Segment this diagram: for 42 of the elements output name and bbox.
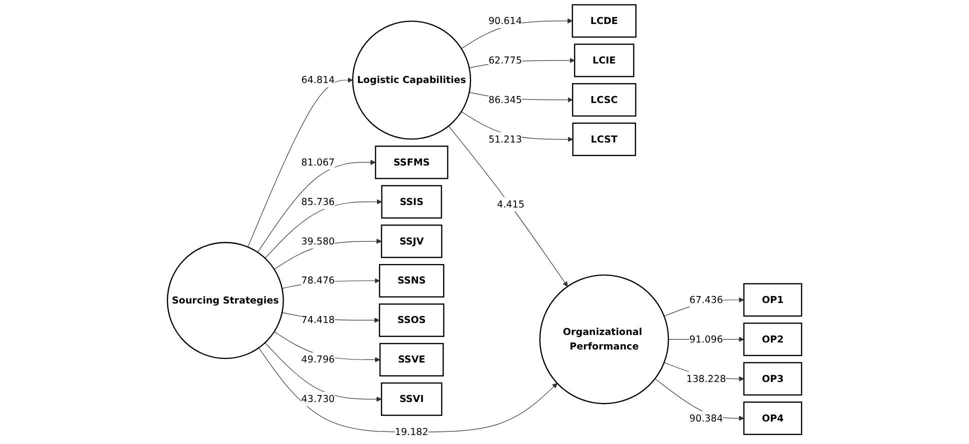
edge-label: 39.580: [301, 235, 335, 247]
node-box: OP2: [743, 322, 802, 356]
edge-label: 67.436: [689, 294, 723, 306]
edge-label: 64.814: [301, 74, 335, 86]
arrow: [248, 78, 353, 248]
node-box: SSOS: [378, 303, 444, 337]
node-box: SSVI: [380, 382, 442, 416]
node-box: SSFMS: [374, 146, 448, 180]
edge-label: 90.614: [488, 14, 522, 26]
edge-label: 91.096: [689, 333, 723, 345]
arrow: [264, 199, 382, 259]
edge-label: 78.476: [301, 274, 335, 286]
edge-label: 19.182: [394, 426, 428, 438]
node-box: SSVE: [379, 342, 444, 376]
arrow: [448, 126, 568, 287]
edge-label: 74.418: [301, 314, 335, 326]
arrow: [264, 342, 382, 402]
node-box: LCDE: [572, 4, 636, 38]
edge-label: 81.067: [301, 156, 335, 168]
edge-label: 62.775: [488, 54, 522, 66]
node-circle: Logistic Capabilities: [352, 20, 472, 140]
node-box: OP4: [743, 402, 802, 436]
edge-label: 51.213: [488, 133, 522, 145]
arrow: [258, 348, 558, 432]
node-box: LCST: [572, 122, 636, 156]
node-box: OP3: [743, 362, 802, 396]
edge-label: 85.736: [301, 196, 335, 208]
node-box: LCSC: [572, 83, 636, 117]
node-box: SSIS: [381, 185, 442, 219]
node-box: SSJV: [380, 224, 442, 258]
node-box: OP1: [743, 283, 802, 317]
arrow: [257, 160, 376, 253]
edge-label: 43.730: [301, 393, 335, 405]
edge-label: 138.228: [686, 372, 726, 384]
edge-label: 90.384: [689, 412, 723, 424]
node-circle: Sourcing Strategies: [166, 242, 284, 360]
node-box: LCIE: [574, 44, 634, 78]
node-box: SSNS: [378, 264, 444, 298]
edge-label: 49.796: [301, 354, 335, 366]
node-circle: Organizational Performance: [539, 274, 670, 404]
edge-label: 86.345: [488, 94, 522, 106]
edge-label: 4.415: [497, 198, 524, 210]
